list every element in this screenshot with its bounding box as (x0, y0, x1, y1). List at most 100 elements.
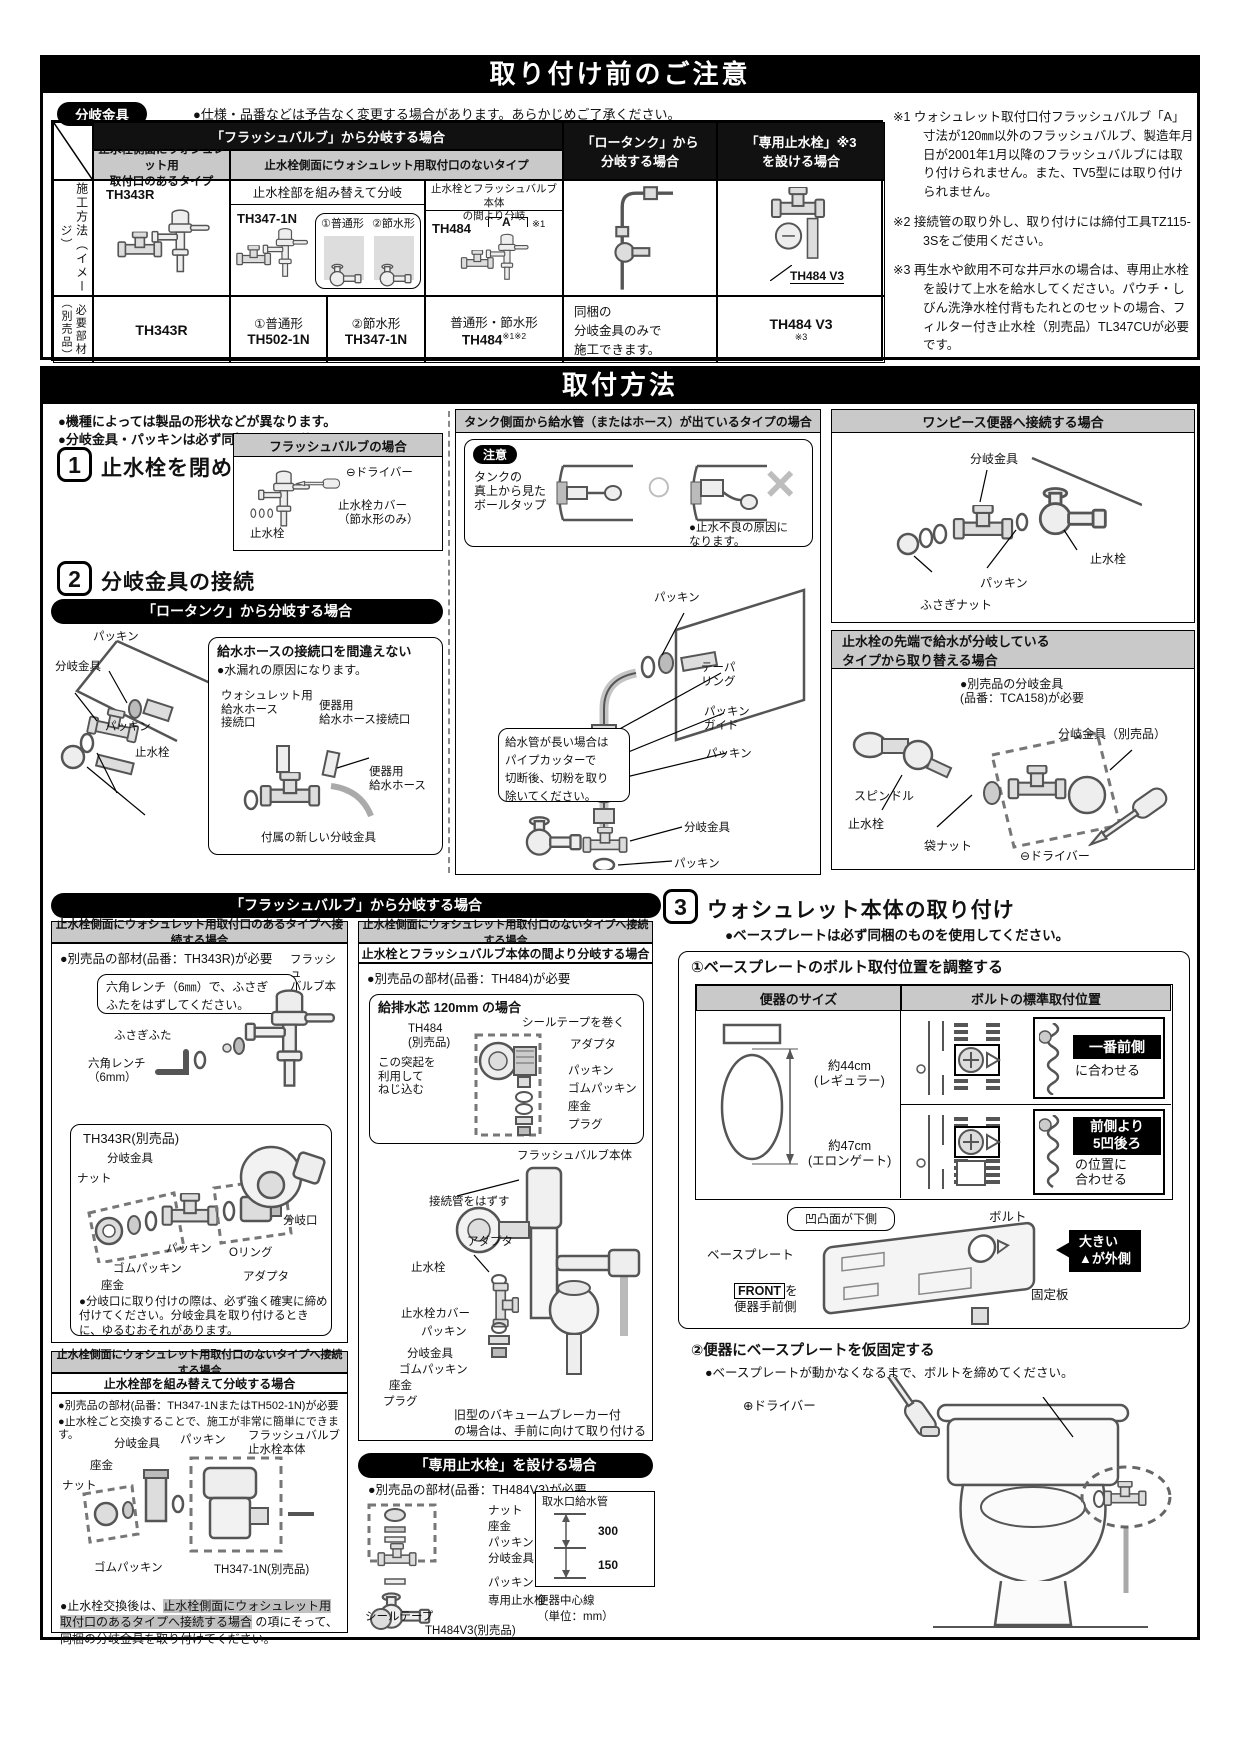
front-after: を (785, 1284, 798, 1298)
plus-driver-label: ⊕ドライバー (743, 1399, 816, 1413)
core120-packing: パッキン (568, 1065, 614, 1077)
fixplate-label: 固定板 (1031, 1288, 1069, 1302)
withport-box: ●別売品の部材(品番：TH343R)が必要 六角レンチ（6㎜）で、ふさぎ ふたを… (51, 943, 348, 1343)
method-cell-between: 止水栓とフラッシュバルブ本体 の間より分岐 TH484 A ※1 (425, 180, 563, 296)
step1-valve-label: 止水栓 (250, 528, 285, 540)
bolt-label: ボルト (989, 1210, 1027, 1224)
onepiece-header: ワンピース便器へ接続する場合 (832, 410, 1194, 433)
inset-regular: 一番前側 に合わせる (1033, 1017, 1165, 1099)
water-saving-type-label: ②節水形 (372, 218, 415, 230)
lowtank-valve: 止水栓 (135, 747, 170, 759)
method-cell-lowtank (563, 180, 717, 296)
baseplate-diagram (822, 1221, 1036, 1325)
between-need: ●別売品の部材(品番：TH484)が必要 (367, 972, 571, 986)
senyo-code: TH484V3(別売品) (425, 1625, 516, 1637)
method-recombine-label: 止水栓部を組み替えて分岐 (231, 181, 424, 205)
parts-cell-senyo: TH484 V3 ※3 (717, 296, 885, 363)
uneven-callout: 凹凸面が下側 (787, 1207, 895, 1231)
th343r-parts-title: TH343R(別売品) (83, 1131, 180, 1146)
th343r-nut: ナット (77, 1173, 112, 1185)
note-2: ※2 接続管の取り外し、取り付けには締付工具TZ115-3Sをご使用ください。 (893, 214, 1191, 248)
badge-5notch: 前側より 5凹後ろ (1073, 1117, 1161, 1155)
method-cell-senyo: TH484 V3 (717, 180, 885, 296)
tankside-packing1: パッキン (654, 592, 700, 604)
core120-diagram (474, 1033, 542, 1137)
senyo-need: ●別売品の部材(品番：TH484V3)が必要 (368, 1483, 587, 1497)
th343r-bunki: 分岐金具 (107, 1153, 153, 1165)
hose-bullet: ●水漏れの原因になります。 (217, 663, 368, 677)
parts-cell-saving: ②節水形 TH347-1N (327, 296, 425, 363)
pipe-cut-note-text: 給水管が長い場合は パイプカッターで 切断後、切粉を取り 除いてください。 (505, 737, 609, 803)
installation-section: 取付方法 ●機種によっては製品の形状などが異なります。 ●分岐金具・パッキンは必… (40, 366, 1200, 1646)
ok-mark: ○ (645, 459, 673, 511)
tankside-header: タンク側面から給水管（またはホース）が出ているタイプの場合 (456, 410, 820, 433)
dim-150: 150 (598, 1558, 619, 1572)
tankside-caution-box: 注意 タンクの 真上から見た ボールタップ ○ × (464, 439, 813, 548)
badge-5notch-after: の位置に 合わせる (1075, 1157, 1128, 1188)
core120-zagane: 座金 (568, 1101, 591, 1113)
th347-label: TH347-1N (237, 211, 297, 226)
step2-title: 分岐金具の接続 (101, 571, 255, 594)
recombine-zagane: 座金 (90, 1460, 113, 1472)
recombine-fv: フラッシュバルブ 止水栓本体 (248, 1430, 340, 1456)
bolt-cell-elongated: 前側より 5凹後ろ の位置に 合わせる (901, 1105, 1171, 1198)
parts-cell-th343r: TH343R (93, 296, 230, 363)
table-corner-cell (53, 122, 93, 180)
th343r-oring: Oリング (229, 1247, 273, 1259)
onepiece-fusagi: ふさぎナット (920, 598, 993, 612)
between-box: ●別売品の部材(品番：TH484)が必要 給排水芯 120mm の場合 TH48… (358, 963, 653, 1441)
parts-cell-both: 普通形・節水形 TH484※1※2 (425, 296, 563, 363)
recombine-need2: ●止水栓ごと交換することで、施工が非常に簡単にできます。 (58, 1416, 339, 1441)
inset-elongated: 前側より 5凹後ろ の位置に 合わせる (1033, 1109, 1165, 1195)
lowtank-packing2: パッキン (105, 721, 151, 733)
between-old-note: 旧型のバキュームブレーカー付 の場合は、手前に向けて取り付ける (454, 1408, 647, 1438)
tip-driver: ⊖ドライバー (1020, 849, 1090, 863)
tankside-packing3: パッキン (674, 858, 720, 870)
bolt-cell-regular: 一番前側 に合わせる (901, 1011, 1171, 1105)
withport-header: 止水栓側面にウォシュレット用取付口のあるタイプへ接続する場合 (51, 919, 348, 947)
boltpos-title: ①ベースプレートのボルト取付位置を調整する (691, 959, 1003, 976)
th343r-adapter: アダプタ (243, 1271, 289, 1283)
core120-box: 給排水芯 120mm の場合 TH484 (別売品) シールテープを巻く アダプ… (369, 994, 644, 1144)
parts-normal-code: TH502-1N (247, 331, 310, 347)
uneven-label: 凹凸面が下側 (804, 1212, 877, 1226)
toilet-diagram (920, 1397, 1172, 1628)
zigzag-elongated (1039, 1115, 1060, 1189)
wrench-callout: 六角レンチ（6㎜）で、ふさぎ ふたをはずしてください。 (97, 974, 297, 1014)
badge-frontmost-after: に合わせる (1075, 1063, 1141, 1078)
th343r-parts-box: TH343R(別売品) 分 (70, 1124, 332, 1337)
col-header-flushvalve: 「フラッシュバルブ」から分岐する場合 (93, 122, 563, 150)
senyo-bunki: 分岐金具 (488, 1553, 534, 1565)
saving-valve-icon (379, 263, 412, 287)
tip-need: ●別売品の分岐金具 (品番：TCA158)が必要 (960, 677, 1085, 706)
senyo-valve-diagram (770, 187, 826, 259)
col-header-lowtank: 「ロータンク」から 分岐する場合 (563, 122, 717, 180)
withport-futa: ふさぎふた (114, 1030, 172, 1042)
balltap-label: タンクの 真上から見た ボールタップ (474, 470, 547, 513)
between-gomu2: ゴムパッキン (399, 1364, 468, 1376)
step1-number: 1 (57, 447, 92, 482)
rack-diagram-elongated (916, 1115, 1001, 1189)
hose-new-bunki: 付属の新しい分岐金具 (261, 832, 376, 844)
between-valve: 止水栓 (411, 1262, 446, 1274)
th484-valve-diagram (460, 233, 529, 280)
tankside-exploded-diagram (525, 588, 806, 870)
recombine-subheader: 止水栓部を組み替えて分岐する場合 (51, 1373, 348, 1393)
lowtank-bunki: 分岐金具 (55, 661, 101, 673)
step3-sub2-bullet: ●ベースプレートが動かなくなるまで、ボルトを締めてください。 (705, 1366, 1074, 1380)
valve-type-inset: ①普通形 ②節水形 (315, 213, 421, 289)
front-below: 便器手前側 (734, 1300, 797, 1314)
withport-need: ●別売品の部材(品番：TH343R)が必要 (60, 952, 273, 966)
recombine-gomu: ゴムパッキン (94, 1562, 163, 1574)
withport-valve-diagram (222, 989, 336, 1087)
tip-replace-header: 止水栓の先端で給水が分岐している タイプから取り替える場合 (832, 631, 1194, 669)
pipe-cut-note: 給水管が長い場合は パイプカッターで 切断後、切粉を取り 除いてください。 (498, 728, 630, 803)
th343r-note: ●分岐口に取り付けの際は、必ず強く確実に締め 付けてください。分岐金具を取り付け… (79, 1296, 328, 1337)
step1-title: 止水栓を閉める (101, 457, 255, 480)
recombine-diagram (82, 1456, 314, 1553)
onepiece-diagram (896, 456, 1142, 573)
step1-cover-label: 止水栓カバー （節水形のみ） (338, 500, 419, 526)
step3-number: 3 (663, 889, 698, 924)
hose-caution-box: 給水ホースの接続口を間違えない ●水漏れの原因になります。 ウォシュレット用 給… (208, 637, 443, 855)
parts-both-ref: ※1※2 (502, 330, 527, 341)
